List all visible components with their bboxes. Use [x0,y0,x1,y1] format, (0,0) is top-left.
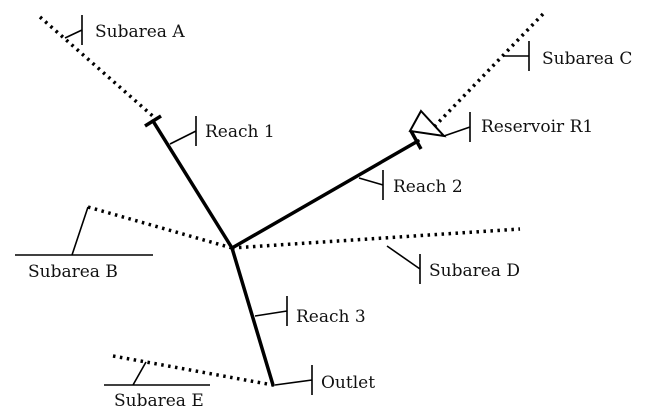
reach-2-leader [358,170,384,200]
subarea-c-flowpath [430,12,545,131]
reach-1-label: Reach 1 [205,122,275,142]
reservoir-r1-leader [443,112,471,142]
reach-1-leader [169,116,197,146]
reservoir-r1-label: Reservoir R1 [481,117,593,137]
reach-2-label: Reach 2 [393,177,463,197]
reach-ticks [144,114,423,150]
outlet-leader [274,365,313,395]
reach-3-leader [254,296,288,326]
reservoir-triangle [408,109,447,138]
reach-1-line [151,119,234,250]
outlet-label: Outlet [321,373,375,393]
subarea-a-leader [64,15,83,45]
subarea-d-flowpath [231,227,521,250]
subarea-flowpaths [38,12,545,387]
reach-3-label: Reach 3 [296,307,366,327]
subarea-a-flowpath [38,15,157,120]
reach-1-tick [144,114,162,128]
reaches [151,119,420,387]
reach-2-tick [409,130,423,150]
label-leaders [15,15,530,395]
subarea-e-leader [104,361,210,386]
subarea-c-leader [503,41,530,71]
reach-3-line [230,246,275,387]
subarea-e-label: Subarea E [114,391,204,411]
subarea-a-label: Subarea A [95,22,185,42]
subarea-b-leader [15,206,153,256]
subarea-d-label: Subarea D [429,261,520,281]
labels: Subarea A Reach 1 Subarea C Reservoir R1… [28,22,632,411]
subarea-c-label: Subarea C [542,49,632,69]
reach-2-line [230,139,420,250]
subarea-d-leader [386,245,421,284]
subarea-e-flowpath [112,354,274,387]
subarea-b-label: Subarea B [28,262,118,282]
